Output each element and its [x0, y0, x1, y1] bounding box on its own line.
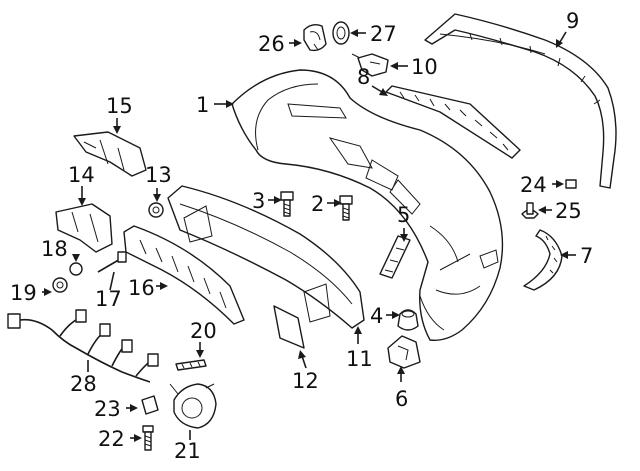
callout-8: 8 — [357, 65, 370, 89]
callout-24: 24 — [520, 173, 547, 197]
callout-2: 2 — [311, 192, 324, 216]
part-11-impact-bar — [167, 185, 365, 329]
part-26-sensor-housing — [303, 23, 327, 52]
part-15-side-bracket — [73, 131, 147, 177]
part-9-valance-trim — [424, 13, 617, 189]
callout-labels: 1 2 3 4 5 6 7 8 9 10 11 12 13 14 15 16 1… — [10, 9, 593, 463]
part-2-bolt — [339, 195, 353, 221]
callout-4: 4 — [370, 304, 383, 328]
part-10-bracket — [351, 53, 389, 77]
callout-16: 16 — [128, 276, 155, 300]
callout-28: 28 — [70, 372, 97, 396]
part-22-screw — [142, 425, 154, 451]
part-28-wiring-harness — [7, 309, 159, 383]
callout-7: 7 — [580, 244, 593, 268]
part-20-rivet — [175, 359, 207, 371]
part-27-grommet — [332, 21, 350, 45]
part-25-push-pin — [521, 202, 539, 219]
callout-23: 23 — [94, 397, 121, 421]
part-5-mount-bracket — [379, 235, 411, 279]
callout-15: 15 — [106, 94, 133, 118]
callout-5: 5 — [397, 203, 410, 227]
part-6-bracket — [387, 335, 421, 369]
part-16-absorber — [123, 225, 245, 325]
callout-9: 9 — [566, 9, 579, 33]
callout-3: 3 — [252, 189, 265, 213]
part-1-bumper-cover — [231, 69, 504, 341]
part-21-sensor-bezel — [169, 383, 217, 429]
part-14-side-bracket — [55, 203, 113, 253]
part-3-bolt — [280, 191, 294, 217]
part-23-clip — [141, 395, 159, 415]
callout-14: 14 — [68, 163, 95, 187]
callout-21: 21 — [174, 439, 201, 463]
callout-11: 11 — [346, 347, 373, 371]
callout-19: 19 — [10, 281, 37, 305]
callout-17: 17 — [95, 287, 122, 311]
callout-13: 13 — [145, 163, 172, 187]
part-17-pin — [97, 251, 127, 273]
callout-22: 22 — [98, 427, 125, 451]
callout-leaders — [42, 29, 576, 442]
part-7-reflector — [523, 229, 563, 291]
part-19-nut — [52, 277, 68, 293]
callout-26: 26 — [258, 32, 285, 56]
part-13-nut — [148, 202, 164, 218]
callout-25: 25 — [555, 199, 582, 223]
callout-18: 18 — [41, 237, 68, 261]
part-12-plate — [273, 305, 305, 349]
part-8-grille-strip — [385, 85, 521, 159]
callout-12: 12 — [292, 369, 319, 393]
part-4-bumper-stop — [397, 309, 419, 331]
callout-6: 6 — [395, 387, 408, 411]
callout-10: 10 — [411, 55, 438, 79]
part-18-washer — [69, 262, 83, 276]
callout-27: 27 — [370, 22, 397, 46]
callout-20: 20 — [190, 319, 217, 343]
part-24-clip — [565, 179, 577, 189]
callout-1: 1 — [196, 93, 209, 117]
